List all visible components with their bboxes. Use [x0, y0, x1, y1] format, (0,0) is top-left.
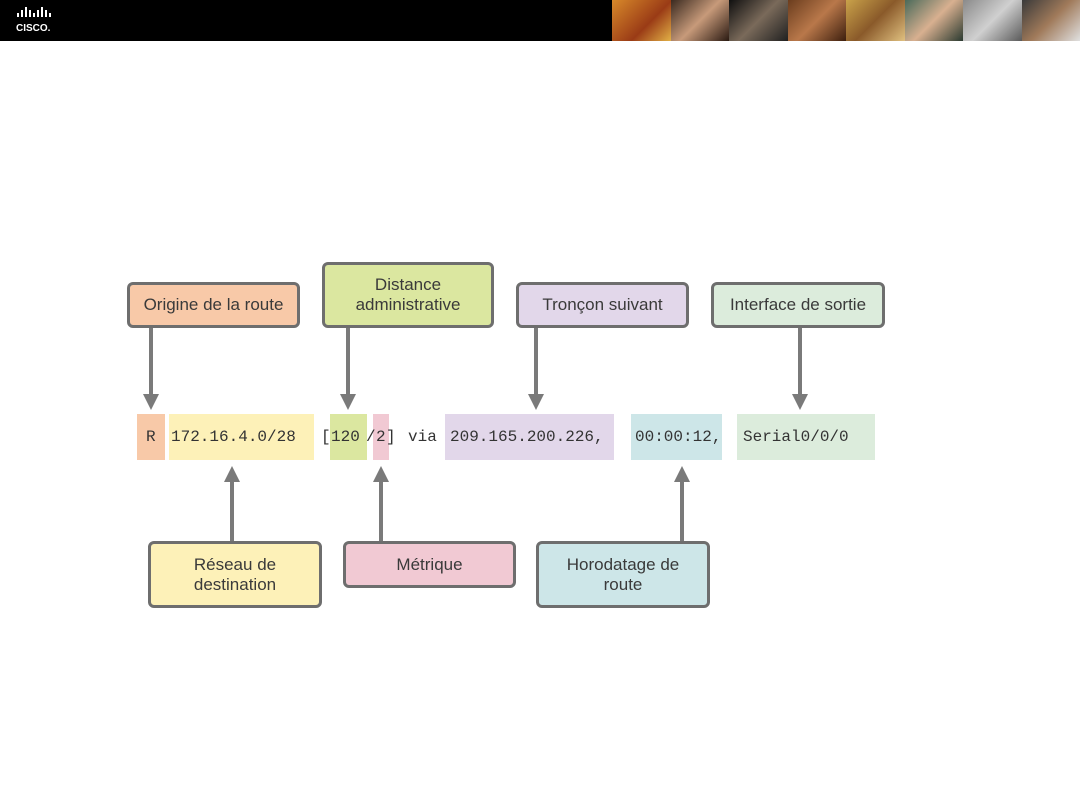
- photo-tile: [612, 0, 671, 41]
- label-next-hop: Tronçon suivant: [516, 282, 689, 328]
- label-route-timestamp: Horodatage de route: [536, 541, 710, 608]
- label-text: Tronçon suivant: [542, 295, 663, 314]
- label-dest-network: Réseau de destination: [148, 541, 322, 608]
- label-text: Métrique: [396, 554, 463, 574]
- label-text-line1: Réseau de: [193, 554, 277, 574]
- highlight-admin-distance: [330, 414, 367, 460]
- highlight-network: [169, 414, 314, 460]
- route-slash: /: [366, 428, 376, 446]
- route-network: 172.16.4.0/28: [171, 428, 296, 446]
- label-text-line1: Distance: [374, 275, 442, 294]
- route-interface: Serial0/0/0: [743, 428, 849, 446]
- label-text-line2: administrative: [355, 295, 461, 314]
- highlight-metric: [373, 414, 389, 460]
- route-bracket-open: [: [321, 428, 331, 446]
- label-text-line1: Horodatage de: [566, 554, 680, 574]
- route-via: via: [408, 428, 437, 446]
- highlight-interface: [737, 414, 875, 460]
- label-text-line2: route: [603, 574, 643, 594]
- photo-tile: [787, 0, 846, 41]
- photo-tile: [1021, 0, 1080, 41]
- label-metric: Métrique: [343, 541, 516, 588]
- route-metric: 2: [376, 428, 386, 446]
- photo-tile: [729, 0, 788, 41]
- label-text: Interface de sortie: [729, 295, 867, 314]
- photo-tile: [904, 0, 963, 41]
- label-text: Origine de la route: [143, 295, 284, 314]
- route-code: R: [146, 428, 156, 446]
- header-photo-strip: [612, 0, 1080, 41]
- route-next-hop: 209.165.200.226,: [450, 428, 604, 446]
- label-route-origin: Origine de la route: [127, 282, 300, 328]
- label-text-line2: destination: [193, 574, 277, 594]
- header-bar: CISCO.: [0, 0, 1080, 41]
- svg-text:CISCO.: CISCO.: [16, 23, 51, 34]
- highlight-next-hop: [445, 414, 614, 460]
- cisco-logo-icon: CISCO.: [16, 7, 51, 34]
- label-exit-interface: Interface de sortie: [711, 282, 885, 328]
- route-admin-distance: 120: [331, 428, 360, 446]
- route-timestamp: 00:00:12,: [635, 428, 722, 446]
- photo-tile: [963, 0, 1022, 41]
- label-admin-distance: Distance administrative: [322, 262, 494, 328]
- photo-tile: [670, 0, 729, 41]
- photo-tile: [846, 0, 905, 41]
- highlight-origin: [137, 414, 165, 460]
- highlight-timestamp: [631, 414, 722, 460]
- route-bracket-close: ]: [386, 428, 396, 446]
